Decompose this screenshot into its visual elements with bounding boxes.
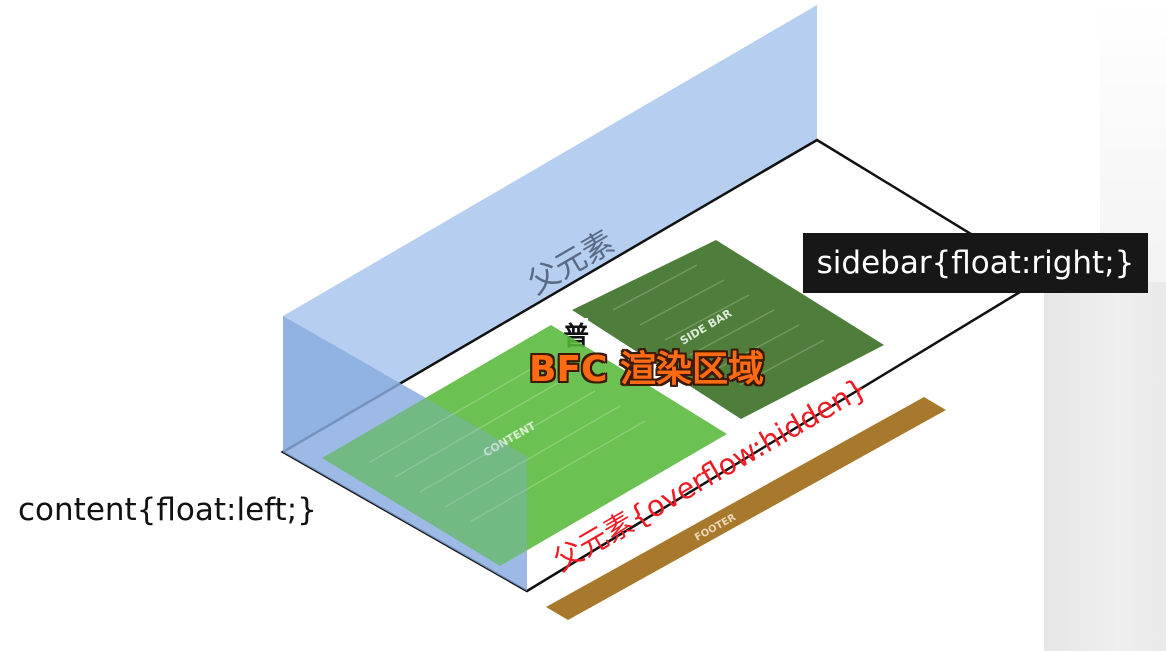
bfc-region-label: BFC 渲染区域: [529, 349, 764, 390]
parent-wall: [283, 5, 817, 452]
sidebar-block: SIDE BAR: [572, 240, 884, 419]
sidebar-rule-label: sidebar{float:right;}: [803, 233, 1148, 293]
content-rule-label: content{float:left;}: [18, 492, 317, 528]
parent-front-wall-overlay: [283, 316, 527, 591]
background-panel: [1044, 282, 1166, 651]
content-block: CONTENT: [322, 325, 727, 566]
